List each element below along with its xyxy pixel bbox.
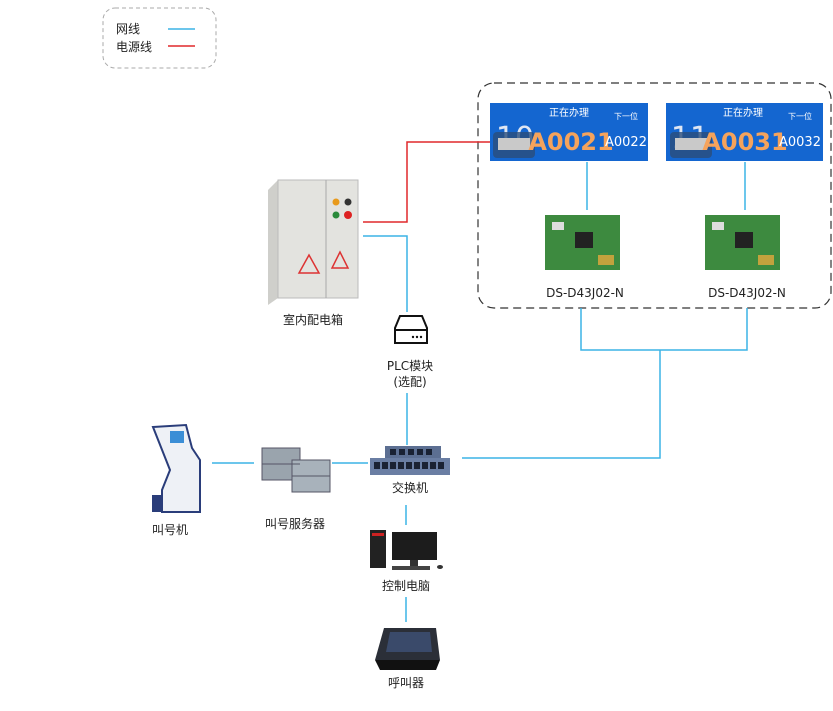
board-label: DS-D43J02-N [546,286,624,300]
queue-server: 叫号服务器 [261,447,331,531]
net-boards [580,308,748,351]
kiosk-icon [151,423,201,513]
status-label: 正在办理 [723,106,763,119]
net-cabinet-plc [363,235,408,312]
decoder-board-1: DS-D43J02-N [545,215,624,300]
warning-icon [330,250,350,269]
current-number: A0031 [702,128,787,156]
led-display-2: 11 正在办理 A0031 下一位 A0032 [666,103,823,161]
distribution-cabinet: 室内配电箱 [268,179,359,327]
decoder-board-2: DS-D43J02-N [705,215,786,300]
led-display-1: 10 正在办理 A0021 下一位 A0022 [490,103,648,161]
monitor-icon [392,532,437,560]
plc-label: PLC模块 [387,359,433,373]
plc-note: (选配) [393,375,426,389]
next-number: A0032 [779,135,821,150]
caller-label: 呼叫器 [388,676,424,690]
display-group-box [477,82,832,309]
connections [212,141,748,622]
power-line [363,141,490,223]
legend: 网线 电源线 [102,7,217,69]
caller-device: 呼叫器 [375,628,440,690]
legend-network: 网线 [116,22,140,36]
ticket-kiosk: 叫号机 [151,423,201,537]
net-boards-switch [462,350,661,459]
network-switch: 交换机 [370,446,450,495]
next-label: 下一位 [788,111,812,121]
switch-label: 交换机 [392,480,428,495]
plc-icon [394,315,428,344]
board-label: DS-D43J02-N [708,286,786,300]
pc-label: 控制电脑 [382,579,430,593]
control-pc: 控制电脑 [370,530,443,593]
plc-module: PLC模块 (选配) [387,315,433,389]
cabinet-label: 室内配电箱 [283,312,343,327]
next-label: 下一位 [614,111,638,121]
warning-icon [297,253,321,274]
kiosk-label: 叫号机 [152,523,188,537]
server-label: 叫号服务器 [265,516,325,531]
current-number: A0021 [528,128,613,156]
legend-power: 电源线 [116,40,152,54]
next-number: A0022 [605,135,647,150]
status-label: 正在办理 [549,106,589,119]
pc-tower-icon [370,530,386,568]
